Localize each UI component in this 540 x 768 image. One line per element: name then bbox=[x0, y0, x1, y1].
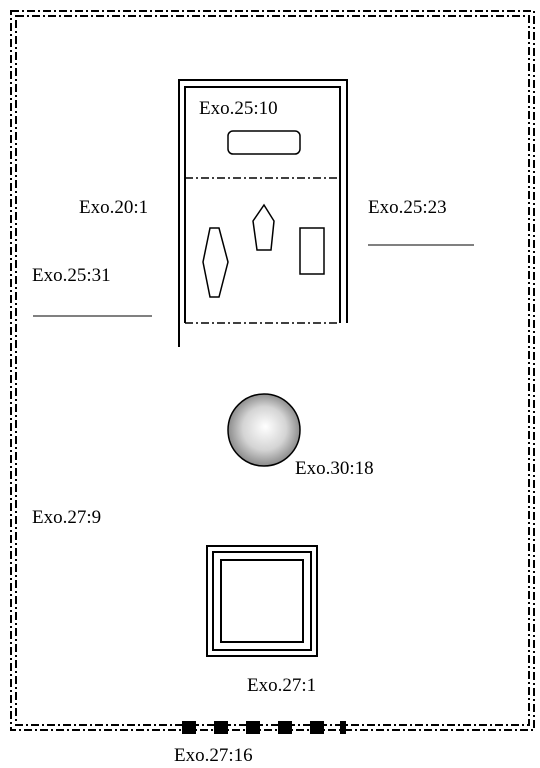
gate-post bbox=[246, 721, 260, 734]
court-inner-border bbox=[15, 15, 530, 726]
gate-post bbox=[340, 721, 346, 734]
laver-ref-label: Exo.30:18 bbox=[295, 458, 374, 479]
ark-ref-label: Exo.25:10 bbox=[199, 98, 278, 119]
laver-circle bbox=[227, 393, 301, 467]
court-ref-label: Exo.27:9 bbox=[32, 507, 101, 528]
lampstand-ref-label: Exo.25:31 bbox=[32, 265, 111, 286]
burnt-altar bbox=[206, 545, 318, 657]
incense-altar-shape bbox=[252, 203, 275, 251]
gate-post bbox=[182, 721, 196, 734]
tent-inner-wall bbox=[184, 86, 341, 323]
table-rect bbox=[299, 227, 325, 275]
court-gate bbox=[182, 721, 346, 734]
table-ref-label: Exo.25:23 bbox=[368, 197, 447, 218]
ark-rect bbox=[227, 130, 301, 155]
tent-outer-wall bbox=[178, 79, 348, 347]
gate-post bbox=[310, 721, 324, 734]
lampstand-shape bbox=[202, 227, 229, 298]
altar-inner-square bbox=[220, 559, 304, 643]
gate-post bbox=[278, 721, 292, 734]
altar-outer-square bbox=[206, 545, 318, 657]
gate-post bbox=[214, 721, 228, 734]
veil-ref-label: Exo.20:1 bbox=[79, 197, 148, 218]
altar-ref-label: Exo.27:1 bbox=[247, 675, 316, 696]
tabernacle-tent bbox=[178, 79, 348, 347]
altar-middle-square bbox=[212, 551, 312, 651]
court-outer-border bbox=[10, 10, 535, 731]
gate-ref-label: Exo.27:16 bbox=[174, 745, 253, 766]
outer-court bbox=[10, 10, 535, 731]
